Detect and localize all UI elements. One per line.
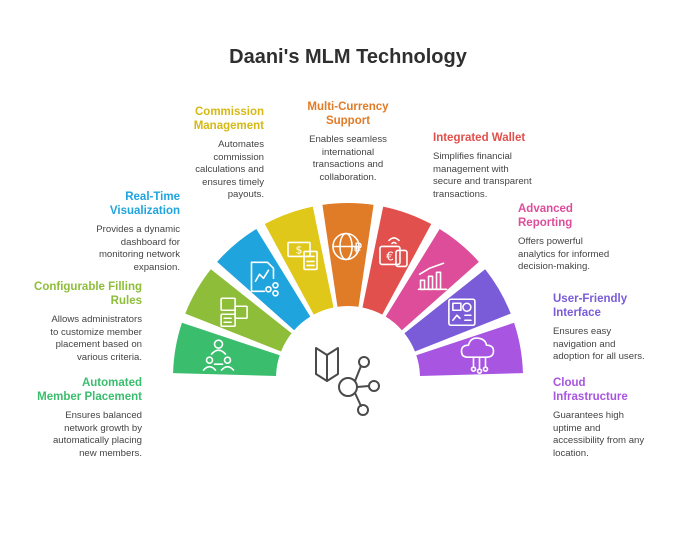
- fan-segment-cloud: [416, 322, 523, 376]
- money-calculator-icon: $: [287, 241, 318, 271]
- wallet-card-icon: €: [379, 237, 408, 268]
- svg-text:$: $: [296, 243, 303, 256]
- dashboard-icon: [448, 298, 476, 327]
- fan-segment-visualization: [217, 228, 311, 331]
- item-title: Integrated Wallet: [433, 132, 526, 144]
- people-network-icon: [202, 339, 235, 371]
- fan-segment-commission: [264, 206, 334, 315]
- fan-segment-wallet: [362, 206, 432, 315]
- page-title: Daani's MLM Technology: [229, 46, 467, 68]
- fan-segment-automated: [173, 322, 280, 376]
- bar-chart-growth-icon: [417, 262, 448, 291]
- center-hub: [293, 323, 403, 433]
- globe-currency-icon: ₽: [332, 232, 362, 261]
- svg-text:₽: ₽: [354, 242, 362, 257]
- svg-text:€: €: [386, 249, 394, 263]
- book-network-icon: [315, 347, 380, 416]
- puzzle-document-icon: [220, 297, 248, 328]
- cloud-network-icon: [460, 337, 495, 374]
- fan-segment-filling: [185, 269, 292, 352]
- chart-share-icon: [250, 261, 279, 297]
- fan-segment-currency: [322, 202, 374, 307]
